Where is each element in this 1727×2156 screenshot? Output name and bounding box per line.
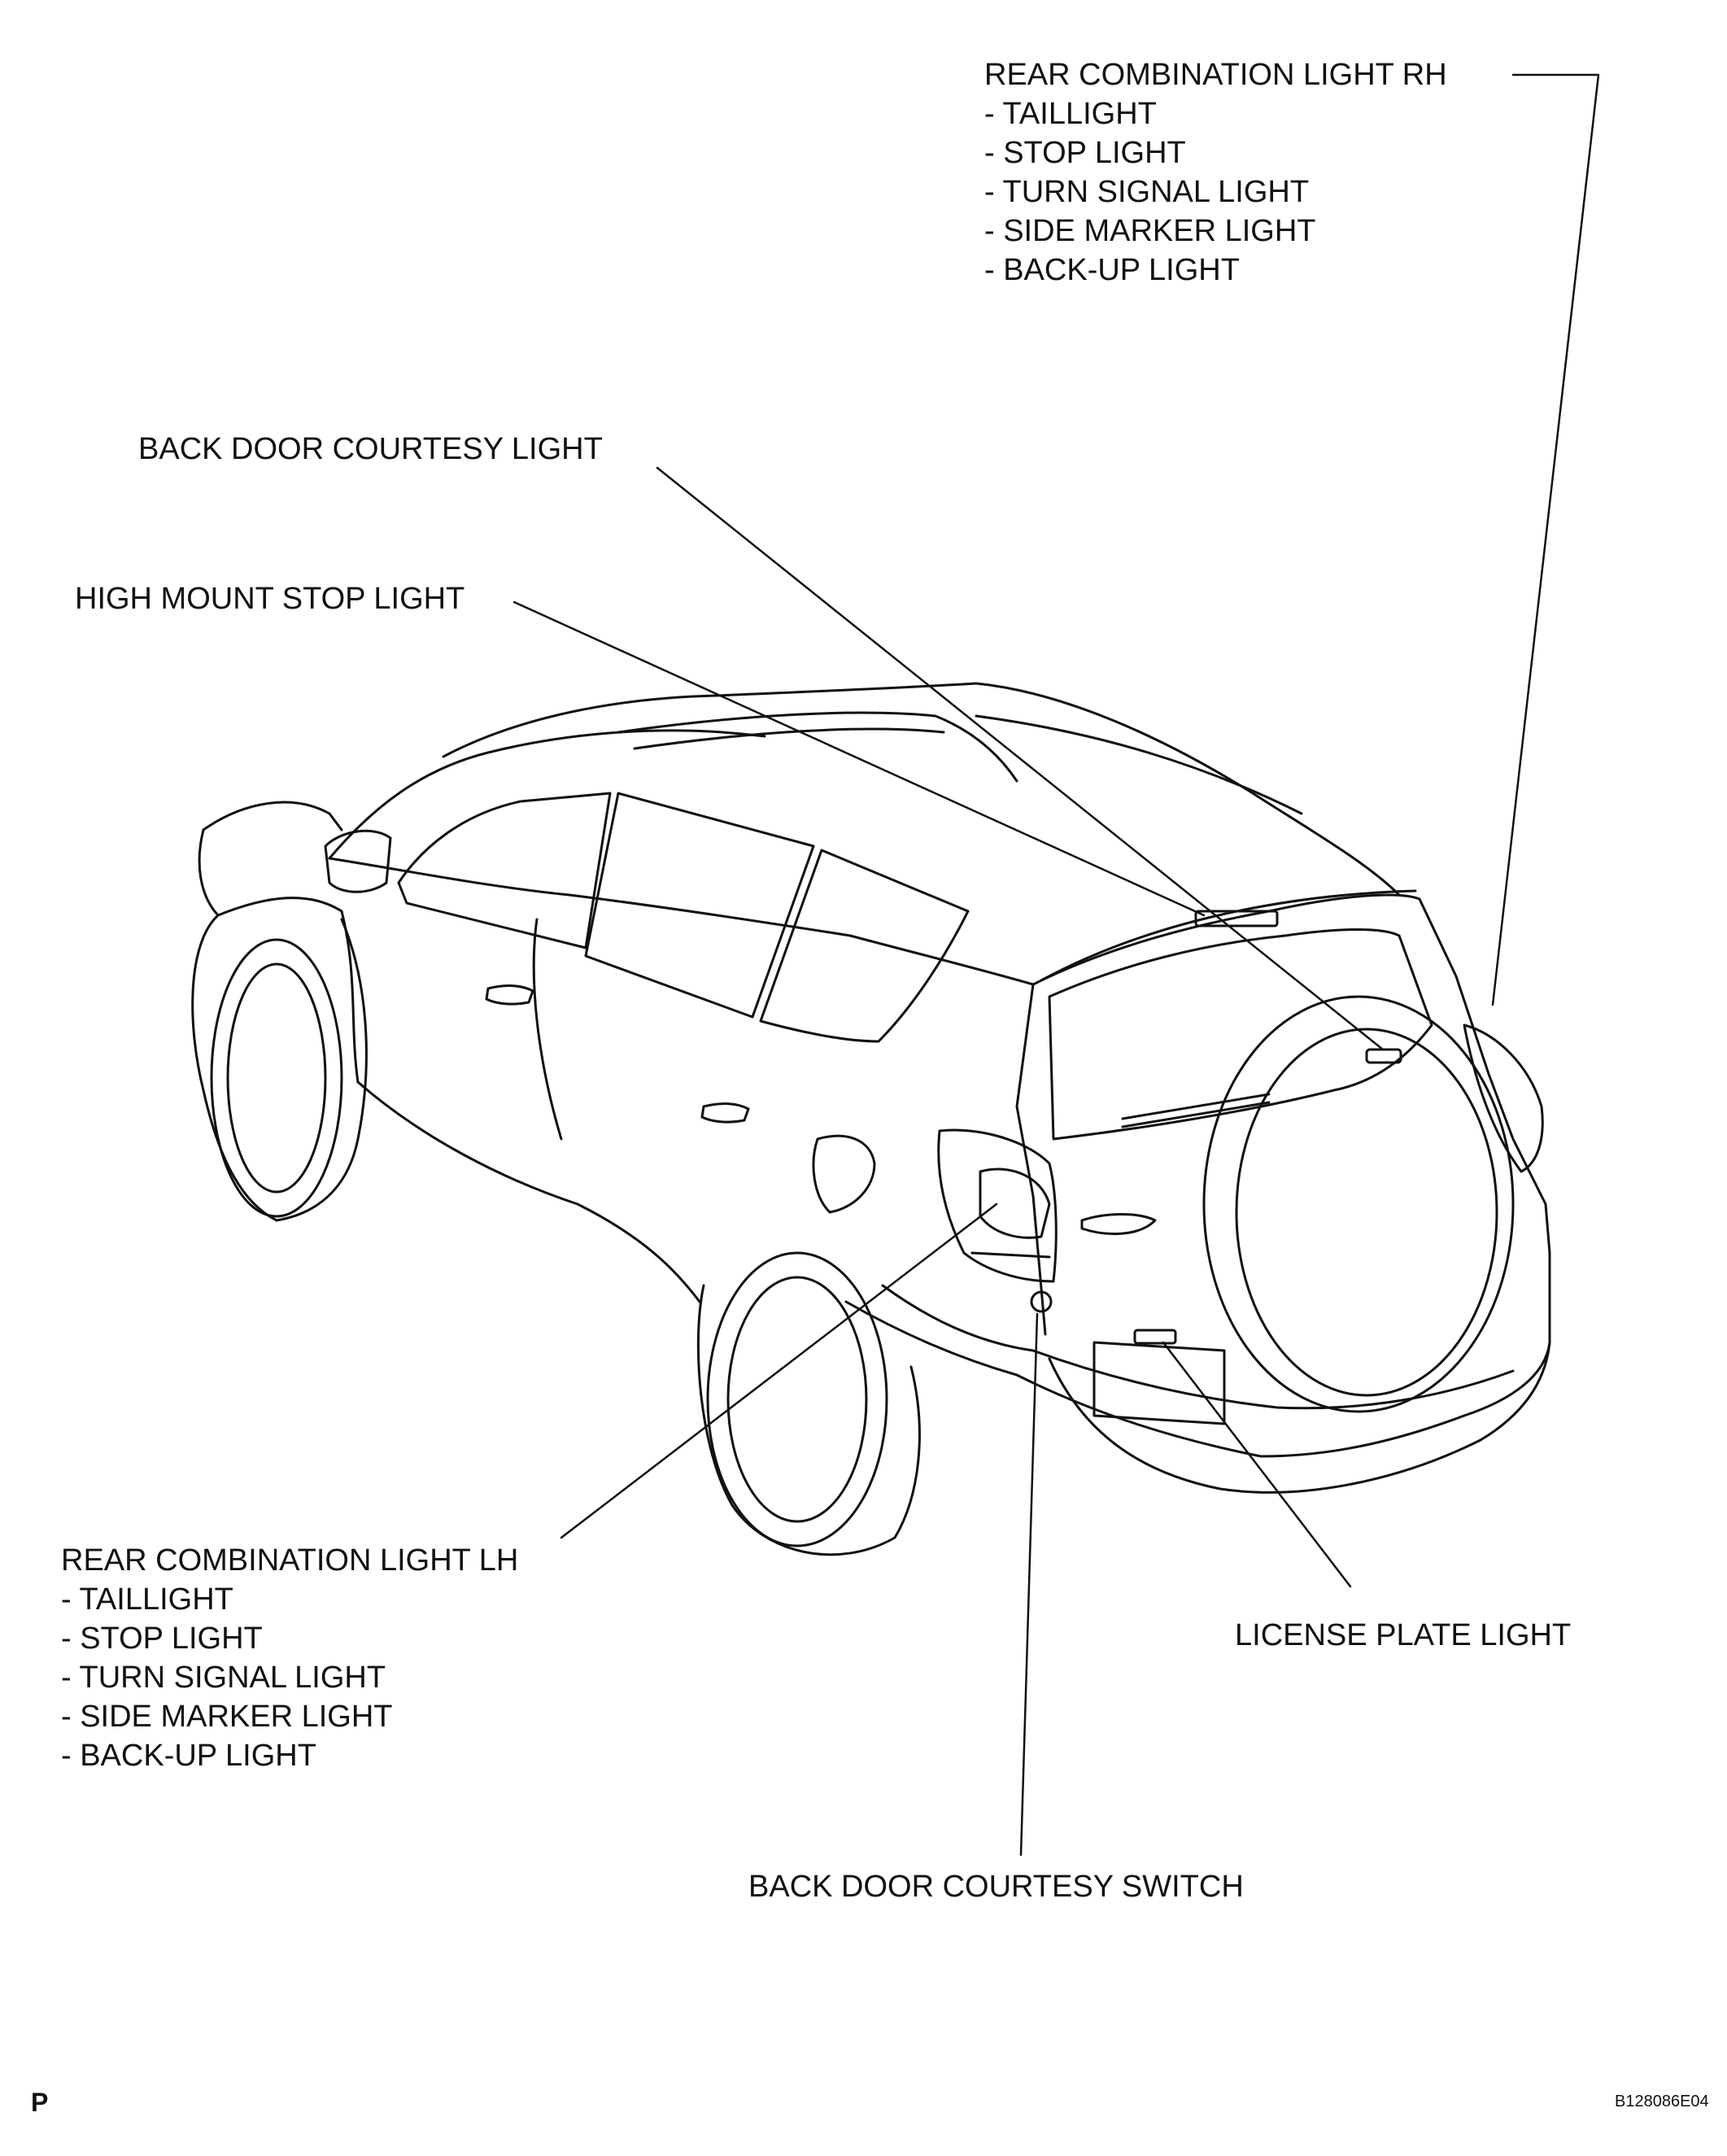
label-item: - BACK-UP LIGHT [61, 1739, 316, 1773]
label-title: REAR COMBINATION LIGHT RH [984, 58, 1447, 92]
rear-combination-light-rh [1463, 1023, 1544, 1173]
high-mount-stop-light [1194, 910, 1279, 927]
label-back-door-courtesy-switch: BACK DOOR COURTESY SWITCH [748, 1867, 1244, 1906]
vehicle-body [198, 682, 1551, 1494]
leader-rear-lh [560, 1202, 998, 1539]
label-text: HIGH MOUNT STOP LIGHT [75, 582, 465, 616]
back-door-courtesy-switch-part [1030, 1290, 1053, 1313]
leader-back-door-courtesy-light [656, 466, 1385, 1051]
label-text: BACK DOOR COURTESY SWITCH [748, 1870, 1244, 1904]
license-plate-light-part [1133, 1329, 1177, 1345]
label-rear-combination-light-lh: REAR COMBINATION LIGHT LH - TAILLIGHT - … [61, 1541, 518, 1775]
label-license-plate-light: LICENSE PLATE LIGHT [1235, 1616, 1571, 1655]
corner-mark: P [31, 2088, 49, 2117]
label-rear-combination-light-rh: REAR COMBINATION LIGHT RH - TAILLIGHT - … [984, 55, 1447, 290]
figure-id: B128086E04 [1615, 2093, 1709, 2110]
front-wheel [191, 914, 368, 1222]
label-item: - SIDE MARKER LIGHT [61, 1700, 393, 1734]
label-item: - BACK-UP LIGHT [984, 253, 1240, 287]
leader-back-door-courtesy-switch [1019, 1312, 1039, 1857]
label-item: - STOP LIGHT [61, 1621, 263, 1656]
label-item: - STOP LIGHT [984, 136, 1186, 170]
rear-combination-light-lh [937, 1128, 1058, 1283]
label-item: - SIDE MARKER LIGHT [984, 214, 1316, 248]
label-high-mount-stop-light: HIGH MOUNT STOP LIGHT [75, 579, 464, 618]
label-text: LICENSE PLATE LIGHT [1235, 1618, 1572, 1652]
label-item: - TURN SIGNAL LIGHT [61, 1661, 386, 1695]
leader-high-mount-stop-light [512, 600, 1206, 917]
label-item: - TURN SIGNAL LIGHT [984, 175, 1310, 209]
label-title: REAR COMBINATION LIGHT LH [61, 1543, 519, 1578]
label-text: BACK DOOR COURTESY LIGHT [138, 432, 603, 466]
leader-rear-rh [1491, 73, 1600, 1006]
spare-tire [1202, 995, 1515, 1413]
label-item: - TAILLIGHT [61, 1582, 233, 1617]
leader-license-plate-light [1162, 1341, 1352, 1588]
rear-wheel [696, 1251, 921, 1556]
label-item: - TAILLIGHT [984, 97, 1157, 131]
label-back-door-courtesy-light: BACK DOOR COURTESY LIGHT [138, 430, 603, 469]
leader-lines [512, 73, 1600, 1857]
